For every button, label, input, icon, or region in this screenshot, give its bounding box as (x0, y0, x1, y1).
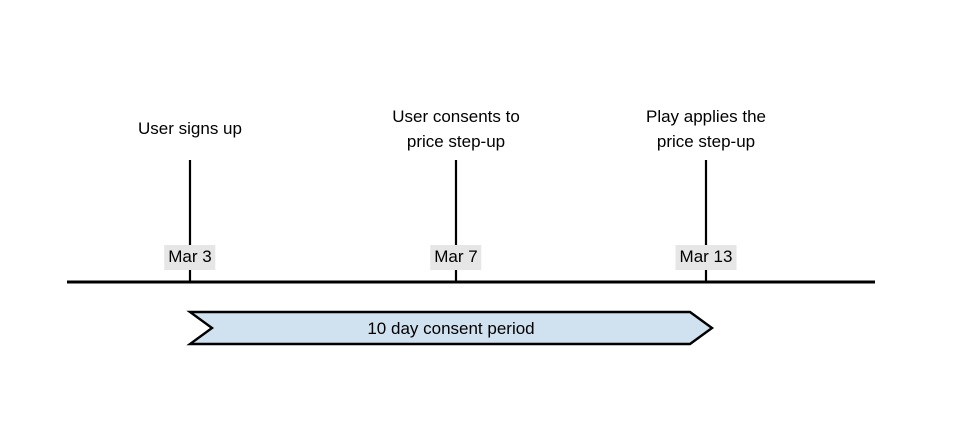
consent-period-band-shape (186, 310, 715, 346)
date-label-mar-3: Mar 3 (164, 245, 216, 270)
date-label-mar-13: Mar 13 (675, 245, 737, 270)
consent-period-label: 10 day consent period (367, 319, 535, 338)
date-label-mar-7: Mar 7 (430, 245, 482, 270)
